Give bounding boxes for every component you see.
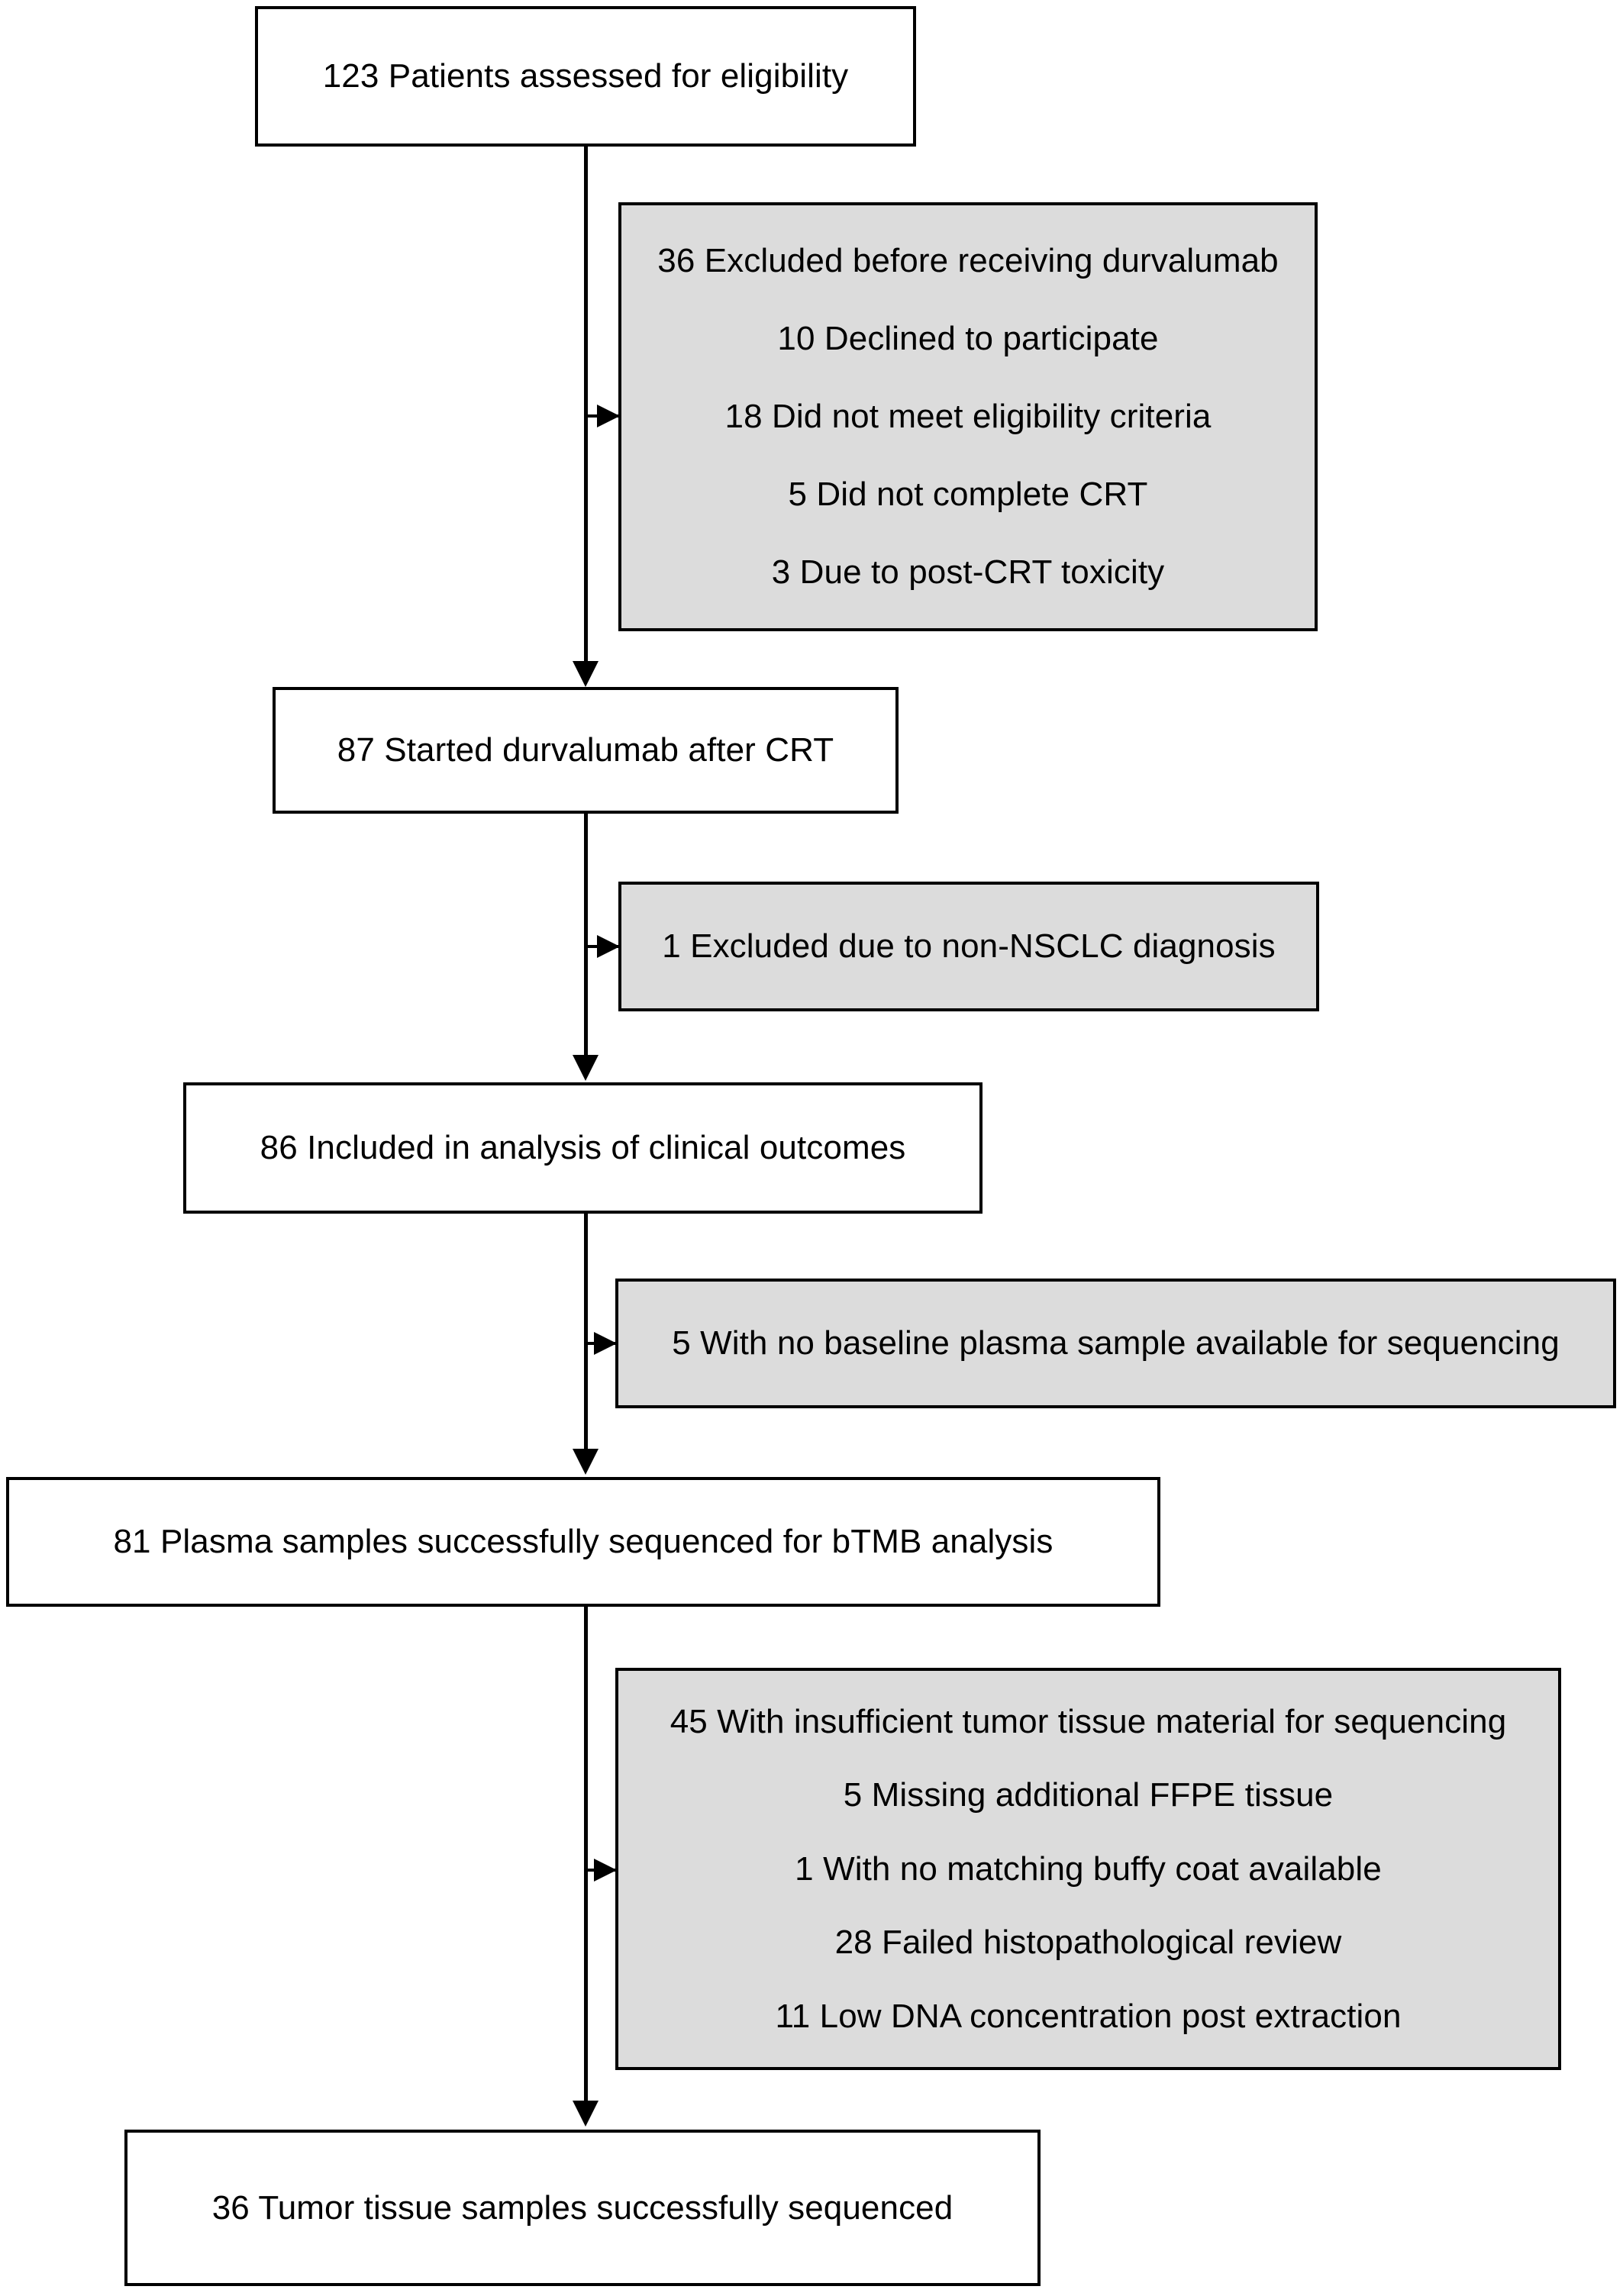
node-line: 86 Included in analysis of clinical outc… [260, 1129, 906, 1167]
node-line: 36 Excluded before receiving durvalumab [657, 242, 1279, 280]
node-tumor-tissue-sequenced: 36 Tumor tissue samples successfully seq… [124, 2130, 1041, 2286]
arrowhead-to-tissue-sequenced [573, 2101, 599, 2127]
node-plasma-samples-sequenced: 81 Plasma samples successfully sequenced… [6, 1477, 1160, 1607]
arrowhead-to-included [573, 1055, 599, 1081]
node-line: 36 Tumor tissue samples successfully seq… [211, 2188, 953, 2227]
connector-included-to-plasma [584, 1212, 588, 1453]
node-line: 5 Missing additional FFPE tissue [843, 1776, 1334, 1814]
connector-plasma-to-tissue [584, 1607, 588, 2107]
arrowhead-to-started-durvalumab [573, 661, 599, 687]
node-line: 18 Did not meet eligibility criteria [724, 398, 1212, 436]
connector-started-to-included [584, 813, 588, 1057]
node-line: 28 Failed histopathological review [834, 1924, 1342, 1962]
node-line: 3 Due to post-CRT toxicity [771, 553, 1165, 592]
arrowhead-excluded-non-nsclc [597, 935, 620, 958]
arrowhead-excluded-no-plasma [594, 1332, 617, 1355]
arrowhead-excluded-tissue [594, 1859, 617, 1882]
node-excluded-insufficient-tissue: 45 With insufficient tumor tissue materi… [615, 1668, 1561, 2070]
node-line: 10 Declined to participate [777, 320, 1159, 358]
node-excluded-non-nsclc: 1 Excluded due to non-NSCLC diagnosis [618, 882, 1319, 1011]
node-line: 123 Patients assessed for eligibility [322, 57, 849, 95]
node-line: 11 Low DNA concentration post extraction [775, 1998, 1402, 2036]
node-line: 1 With no matching buffy coat available [795, 1849, 1382, 1888]
node-patients-assessed: 123 Patients assessed for eligibility [255, 6, 916, 147]
node-included-clinical-outcomes: 86 Included in analysis of clinical outc… [183, 1082, 983, 1214]
node-line: 87 Started durvalumab after CRT [337, 731, 834, 769]
node-excluded-before-durvalumab: 36 Excluded before receiving durvalumab … [618, 202, 1318, 631]
node-line: 45 With insufficient tumor tissue materi… [670, 1702, 1507, 1740]
node-started-durvalumab: 87 Started durvalumab after CRT [273, 687, 899, 814]
node-line: 5 Did not complete CRT [788, 476, 1148, 514]
connector-assessed-to-started [584, 145, 588, 668]
arrowhead-excluded-before-durvalumab [597, 405, 620, 427]
arrowhead-to-plasma-sequenced [573, 1449, 599, 1475]
node-excluded-no-plasma-sample: 5 With no baseline plasma sample availab… [615, 1279, 1616, 1408]
node-line: 81 Plasma samples successfully sequenced… [113, 1523, 1053, 1561]
node-line: 5 With no baseline plasma sample availab… [672, 1324, 1560, 1362]
node-line: 1 Excluded due to non-NSCLC diagnosis [662, 927, 1276, 966]
